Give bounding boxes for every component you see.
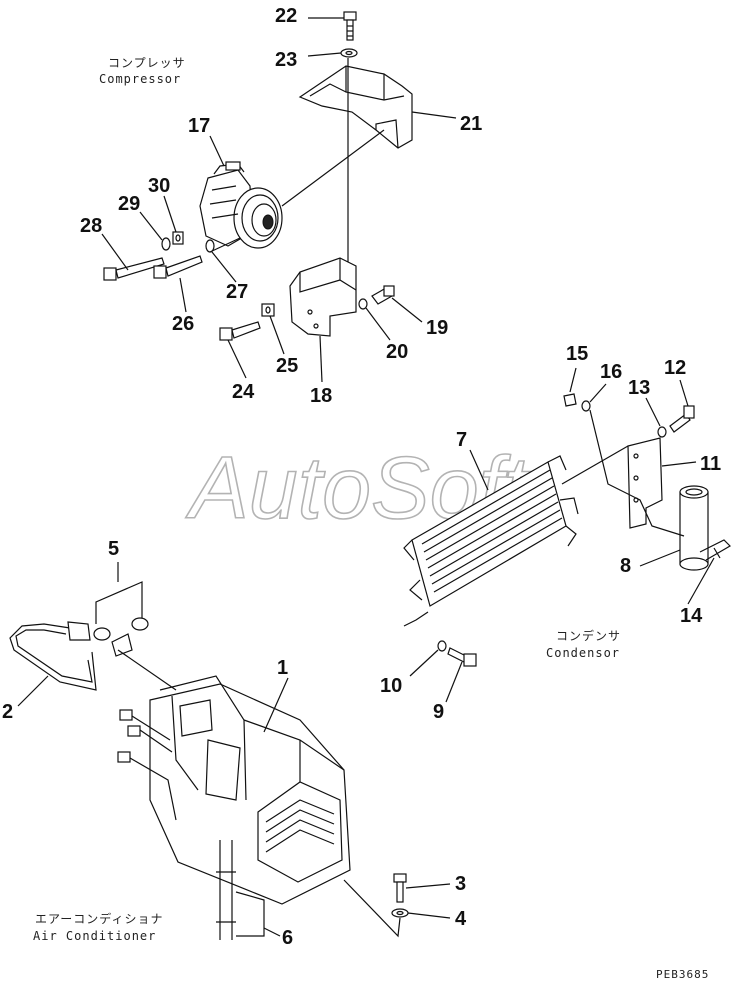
callout-11: 11: [700, 453, 721, 475]
caption-aircon-jp: エアーコンディショナ: [35, 911, 163, 926]
compressor-17: [199, 161, 283, 249]
pipe-14: [699, 539, 731, 561]
callout-12: 12: [664, 357, 686, 379]
callout-14: 14: [680, 605, 703, 627]
callout-27: 27: [226, 281, 248, 303]
bolt-19: [371, 285, 395, 305]
harness-connectors: [117, 709, 177, 821]
caption-compressor-jp: コンプレッサ: [108, 56, 186, 70]
callout-2: 2: [2, 701, 13, 723]
nut-30: [172, 231, 184, 245]
bracket-11: [627, 437, 663, 529]
bracket-21: [298, 65, 413, 149]
callout-8: 8: [620, 555, 631, 577]
washer-23: [340, 48, 358, 58]
callout-19: 19: [426, 317, 448, 339]
callout-23: 23: [275, 49, 297, 71]
bolt-24: [219, 321, 261, 341]
drain-hose-6: [216, 840, 265, 940]
callout-18: 18: [310, 385, 332, 407]
callout-24: 24: [232, 381, 255, 403]
bolt-22: [343, 11, 357, 41]
bolt-9: [447, 647, 477, 667]
callout-29: 29: [118, 193, 140, 215]
washer-29: [161, 237, 171, 251]
bolt-28: [103, 257, 165, 281]
callout-13: 13: [628, 377, 650, 399]
callout-10: 10: [380, 675, 402, 697]
callout-21: 21: [460, 113, 482, 135]
callout-30: 30: [148, 175, 170, 197]
nut-15: [563, 393, 577, 407]
callout-20: 20: [386, 341, 408, 363]
callout-16: 16: [600, 361, 622, 383]
callout-3: 3: [455, 873, 466, 895]
callout-1: 1: [277, 657, 288, 679]
callout-5: 5: [108, 538, 119, 560]
condenser-7: [403, 455, 579, 627]
washer-4: [391, 908, 409, 918]
bolt-26: [153, 255, 203, 279]
callout-22: 22: [275, 5, 297, 27]
callout-28: 28: [80, 215, 102, 237]
caption-aircon-en: Air Conditioner: [33, 929, 156, 943]
callout-4: 4: [455, 908, 467, 930]
receiver-drier-8: [679, 485, 709, 571]
callout-26: 26: [172, 313, 194, 335]
washer-10: [437, 640, 447, 652]
bolt-3: [393, 873, 407, 903]
callout-15: 15: [566, 343, 588, 365]
washer-16: [581, 400, 591, 412]
aircon-unit-1: [149, 675, 351, 905]
caption-condensor-jp: コンデンサ: [556, 628, 621, 643]
drawing-code: PEB3685: [656, 968, 709, 981]
clamp-5: [93, 617, 149, 641]
hose-2: [9, 621, 133, 691]
bolt-12: [669, 405, 695, 433]
callout-9: 9: [433, 701, 444, 723]
bracket-18: [289, 257, 357, 337]
callout-6: 6: [282, 927, 293, 949]
washer-20: [358, 298, 368, 310]
washer-13: [657, 426, 667, 438]
callout-17: 17: [188, 115, 210, 137]
callout-25: 25: [276, 355, 298, 377]
leader-lines: [17, 17, 715, 937]
caption-compressor-en: Compressor: [99, 72, 181, 86]
caption-condensor-en: Condensor: [546, 646, 620, 660]
callout-7: 7: [456, 429, 467, 451]
nut-25: [261, 303, 275, 317]
